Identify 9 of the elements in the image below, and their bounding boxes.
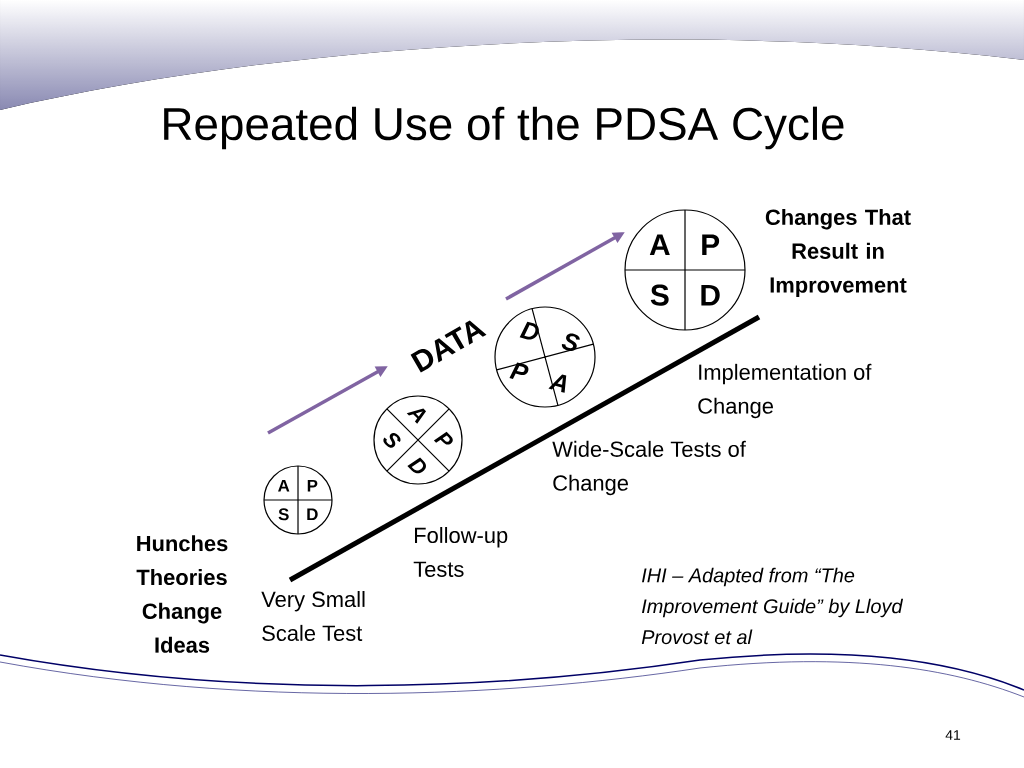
title: Repeated Use of the PDSA Cycle xyxy=(164,106,844,150)
text-label: Implementation of Change xyxy=(698,363,872,419)
text-label: Hunches Theories Change Ideas xyxy=(136,535,228,653)
text-label: Follow-up Tests xyxy=(413,527,508,577)
text-label: Very Small Scale Test xyxy=(261,591,365,641)
text-label: IHI – Adapted from “The Improvement Guide” by Lloyd Provost et al xyxy=(641,567,904,645)
text-label: Changes That Result in Improvement xyxy=(765,208,911,298)
text-label: Wide-Scale Tests of Change xyxy=(552,440,746,496)
text-label: 41 xyxy=(945,730,961,740)
